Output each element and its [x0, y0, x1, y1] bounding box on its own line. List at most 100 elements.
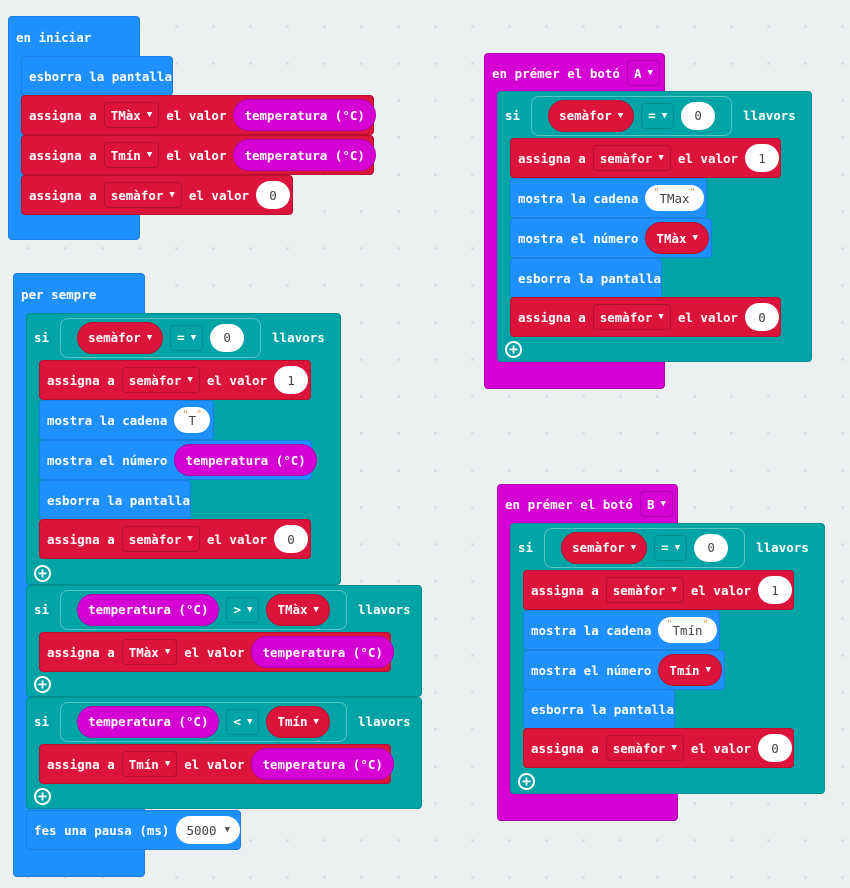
number-input[interactable]: 0	[681, 101, 716, 130]
variable-dropdown[interactable]: semàfor▼	[592, 145, 671, 171]
set-semaphore-block[interactable]: assigna a semàfor▼ el valor 1	[39, 360, 311, 400]
number-input[interactable]: 0	[758, 734, 793, 762]
number-input[interactable]: 0	[210, 323, 245, 352]
string-input[interactable]: "T"	[174, 407, 211, 433]
operator-dropdown[interactable]: =▼	[654, 534, 688, 561]
set-label: assigna a	[47, 644, 115, 660]
variable-reporter[interactable]: semàfor▼	[561, 531, 648, 564]
number-input[interactable]: 1	[758, 576, 793, 604]
button-dropdown[interactable]: A▼	[626, 60, 660, 86]
number-input[interactable]: 1	[274, 366, 309, 394]
quote-icon: "	[653, 187, 660, 198]
show-string-block[interactable]: mostra la cadena "TMax"	[510, 178, 707, 218]
show-number-block[interactable]: mostra el número temperatura (°C)	[39, 440, 317, 480]
number-input[interactable]: 0	[256, 181, 291, 209]
variable-dropdown[interactable]: Tmín▼	[121, 751, 178, 777]
operator-dropdown[interactable]: <▼	[226, 708, 260, 735]
show-number-block[interactable]: mostra el número TMàx▼	[510, 218, 712, 258]
set-semaphore-block[interactable]: assigna a semàfor▼ el valor 0	[39, 519, 311, 559]
set-tmax-block[interactable]: assigna a TMàx▼ el valor temperatura (°C…	[21, 95, 376, 135]
operator-dropdown[interactable]: >▼	[226, 596, 260, 623]
temperature-label: temperatura (°C)	[88, 714, 209, 729]
condition[interactable]: temperatura (°C) >▼ TMàx▼	[60, 589, 347, 630]
number-input[interactable]: 1	[745, 144, 780, 172]
set-tmin-block[interactable]: assigna a Tmín▼ el valor temperatura (°C…	[39, 744, 394, 784]
variable-dropdown[interactable]: semàfor▼	[121, 526, 200, 552]
variable-dropdown[interactable]: TMàx▼	[103, 102, 160, 128]
temperature-label: temperatura (°C)	[244, 107, 365, 123]
number-input[interactable]: 0	[745, 303, 780, 331]
dropdown-arrow-icon: ▼	[674, 542, 681, 553]
value-label: el valor	[184, 644, 245, 660]
variable-dropdown[interactable]: semàfor▼	[592, 304, 671, 330]
operator: =	[661, 540, 669, 555]
variable-reporter[interactable]: Tmín▼	[658, 654, 722, 686]
operator: >	[233, 602, 242, 617]
number-input[interactable]: 0	[274, 525, 309, 553]
show-string-block[interactable]: mostra la cadena "T"	[39, 400, 214, 440]
temperature-reporter[interactable]: temperatura (°C)	[77, 593, 220, 626]
add-else-icon[interactable]: +	[518, 773, 535, 790]
variable-dropdown[interactable]: Tmín▼	[103, 142, 160, 168]
show-number-label: mostra el número	[47, 452, 168, 468]
variable-dropdown[interactable]: semàfor▼	[605, 735, 684, 761]
add-else-icon[interactable]: +	[34, 788, 51, 805]
variable-reporter[interactable]: TMàx▼	[645, 222, 709, 254]
variable-name: TMàx	[110, 107, 141, 123]
temperature-reporter[interactable]: temperatura (°C)	[77, 705, 220, 738]
variable-dropdown[interactable]: TMàx▼	[121, 639, 178, 665]
show-string-block[interactable]: mostra la cadena "Tmín"	[523, 610, 720, 650]
variable-name: Tmín	[277, 714, 308, 729]
variable-reporter[interactable]: TMàx▼	[266, 593, 330, 626]
value-label: el valor	[188, 187, 250, 203]
if-label: si	[505, 108, 521, 123]
set-tmax-block[interactable]: assigna a TMàx▼ el valor temperatura (°C…	[39, 632, 394, 672]
variable-reporter[interactable]: semàfor▼	[548, 99, 635, 132]
set-semaphore-block[interactable]: assigna a semàfor▼ el valor 1	[510, 138, 781, 178]
operator-dropdown[interactable]: =▼	[170, 324, 204, 351]
set-semaphore-block[interactable]: assigna a semàfor▼ el valor 0	[523, 728, 794, 768]
variable-reporter[interactable]: semàfor▼	[77, 321, 164, 354]
add-else-icon[interactable]: +	[34, 676, 51, 693]
then-label: llavors	[357, 714, 411, 729]
pause-duration-dropdown[interactable]: 5000▼	[176, 816, 240, 844]
button-dropdown[interactable]: B▼	[639, 491, 673, 517]
condition[interactable]: temperatura (°C) <▼ Tmín▼	[60, 701, 347, 742]
clear-screen-block[interactable]: esborra la pantalla	[21, 56, 173, 96]
variable-dropdown[interactable]: semàfor▼	[605, 577, 684, 603]
string-input[interactable]: "TMax"	[645, 185, 704, 211]
set-semaphore-block[interactable]: assigna a semàfor▼ el valor 0	[21, 175, 293, 215]
value-label: el valor	[677, 150, 739, 166]
dropdown-arrow-icon: ▼	[190, 332, 197, 343]
variable-name: semàfor	[599, 150, 653, 166]
variable-reporter[interactable]: Tmín▼	[266, 705, 330, 738]
set-tmin-block[interactable]: assigna a Tmín▼ el valor temperatura (°C…	[21, 135, 376, 175]
condition[interactable]: semàfor▼ =▼ 0	[544, 527, 746, 568]
operator-dropdown[interactable]: =▼	[641, 102, 675, 129]
quote-icon: "	[666, 619, 673, 630]
clear-screen-block[interactable]: esborra la pantalla	[523, 689, 675, 729]
temperature-reporter[interactable]: temperatura (°C)	[251, 748, 394, 780]
add-else-icon[interactable]: +	[505, 341, 522, 358]
number-input[interactable]: 0	[694, 533, 729, 562]
clear-screen-block[interactable]: esborra la pantalla	[39, 480, 191, 520]
condition[interactable]: semàfor▼ =▼ 0	[60, 317, 262, 358]
clear-screen-block[interactable]: esborra la pantalla	[510, 258, 662, 298]
set-semaphore-block[interactable]: assigna a semàfor▼ el valor 0	[510, 297, 781, 337]
variable-dropdown[interactable]: semàfor▼	[103, 182, 182, 208]
add-else-icon[interactable]: +	[34, 565, 51, 582]
temperature-reporter[interactable]: temperatura (°C)	[174, 444, 317, 476]
temperature-reporter[interactable]: temperatura (°C)	[233, 99, 376, 131]
dropdown-arrow-icon: ▼	[247, 716, 253, 727]
dropdown-arrow-icon: ▼	[661, 110, 668, 121]
show-number-block[interactable]: mostra el número Tmín▼	[523, 650, 725, 690]
temperature-reporter[interactable]: temperatura (°C)	[233, 139, 376, 171]
set-semaphore-block[interactable]: assigna a semàfor▼ el valor 1	[523, 570, 794, 610]
string-input[interactable]: "Tmín"	[658, 617, 717, 643]
variable-dropdown[interactable]: semàfor▼	[121, 367, 200, 393]
condition[interactable]: semàfor▼ =▼ 0	[531, 95, 733, 136]
temperature-reporter[interactable]: temperatura (°C)	[251, 636, 394, 668]
if-label: si	[518, 540, 534, 555]
pause-block[interactable]: fes una pausa (ms) 5000▼	[26, 810, 241, 850]
then-label: llavors	[743, 108, 796, 123]
